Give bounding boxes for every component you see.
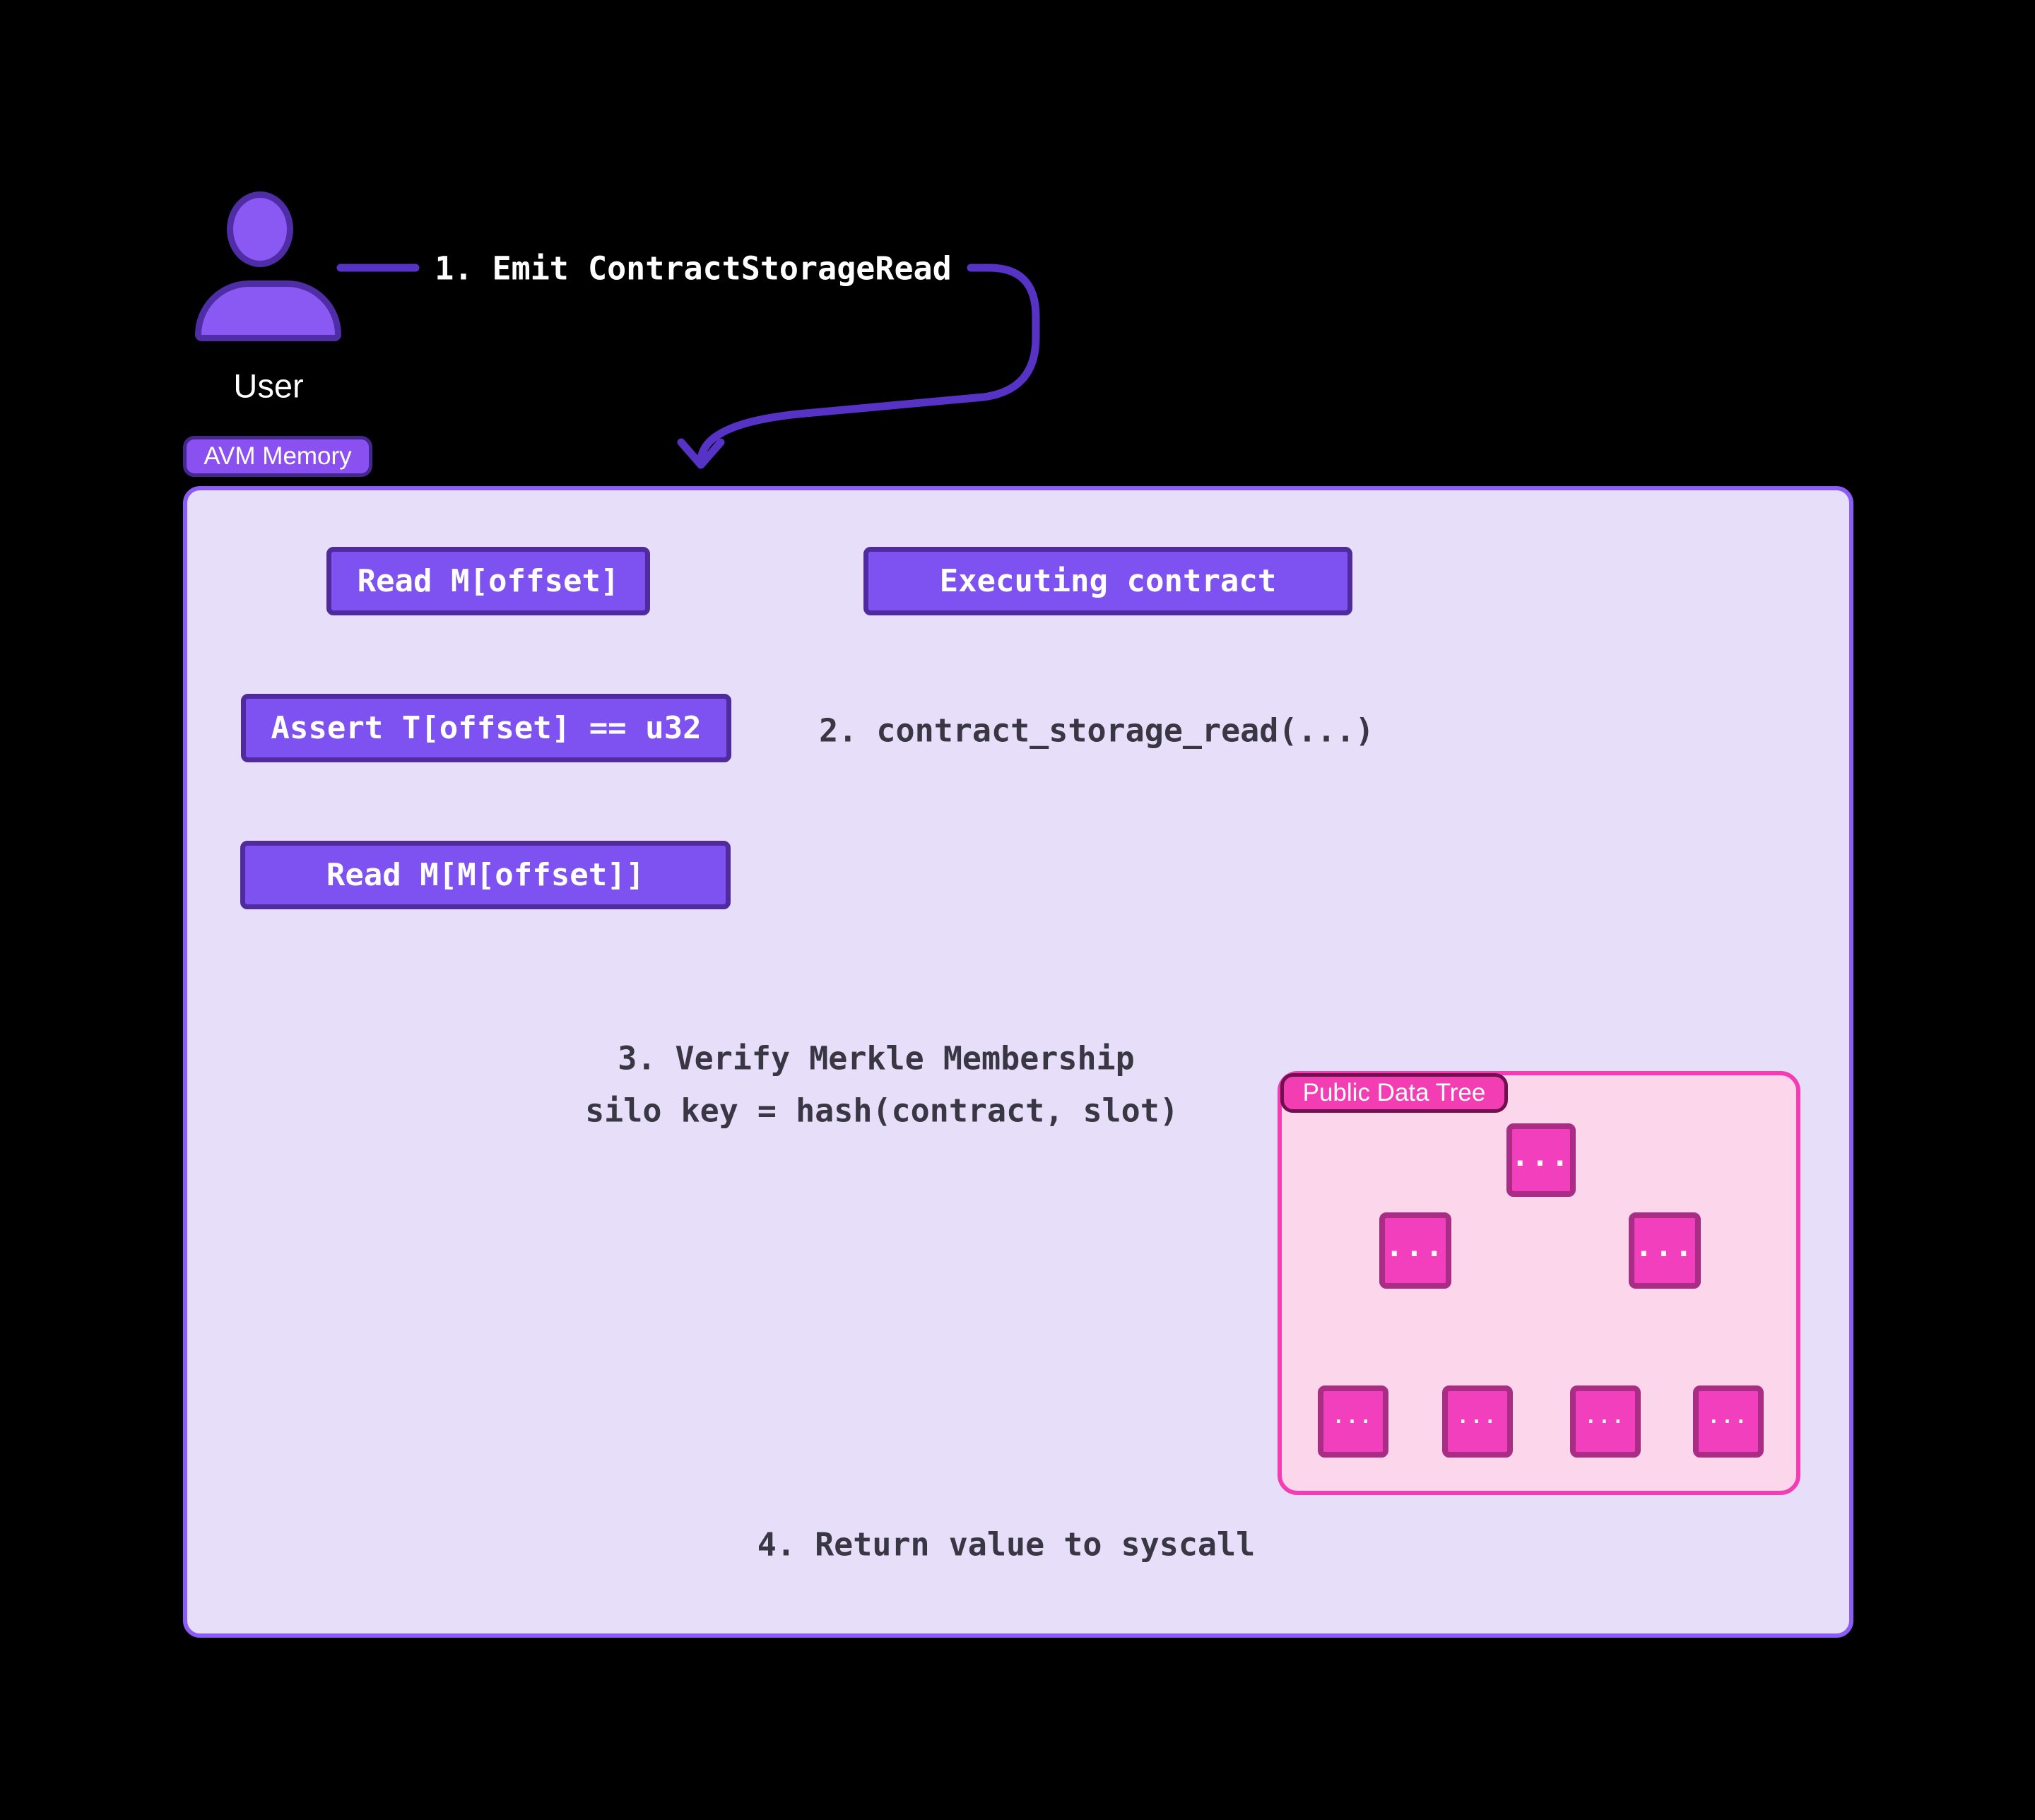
op-read-indirect: Read M[M[offset]] xyxy=(240,841,731,909)
op-read-indirect-label: Read M[M[offset]] xyxy=(326,857,645,893)
op-read-offset-label: Read M[offset] xyxy=(357,563,620,599)
step3-label-line2: silo key = hash(contract, slot) xyxy=(585,1092,1179,1130)
op-executing-contract: Executing contract xyxy=(863,547,1352,615)
avm-memory-tag: AVM Memory xyxy=(183,436,372,477)
tree-leaf-1: ... xyxy=(1318,1385,1388,1458)
op-executing-contract-label: Executing contract xyxy=(939,563,1277,599)
tree-leaf-3: ... xyxy=(1570,1385,1641,1458)
tree-leaf-4: ... xyxy=(1693,1385,1764,1458)
tree-leaf-1-label: ... xyxy=(1333,1405,1374,1428)
step3-label-line1: 3. Verify Merkle Membership xyxy=(618,1039,1135,1077)
tree-leaf-4-label: ... xyxy=(1708,1405,1749,1428)
op-assert-type-label: Assert T[offset] == u32 xyxy=(271,710,702,746)
tree-node-root: ... xyxy=(1506,1123,1576,1197)
public-data-tree-tag: Public Data Tree xyxy=(1280,1073,1508,1113)
step1-label: 1. Emit ContractStorageRead xyxy=(435,249,952,288)
tree-node-right-child: ... xyxy=(1629,1212,1701,1289)
op-read-offset: Read M[offset] xyxy=(326,547,650,615)
tree-node-right-child-label: ... xyxy=(1634,1228,1695,1263)
step1-arrow xyxy=(336,264,1040,469)
user-label: User xyxy=(233,367,304,405)
user-body-shape xyxy=(195,280,341,341)
tree-node-root-label: ... xyxy=(1511,1138,1571,1173)
tree-node-left-child-label: ... xyxy=(1385,1228,1446,1263)
avm-memory-tag-label: AVM Memory xyxy=(204,442,352,470)
step4-label: 4. Return value to syscall xyxy=(747,1525,1266,1564)
op-assert-type: Assert T[offset] == u32 xyxy=(241,694,731,762)
step2-label: 2. contract_storage_read(...) xyxy=(819,711,1374,750)
tree-node-left-child: ... xyxy=(1379,1212,1451,1289)
tree-leaf-3-label: ... xyxy=(1585,1405,1626,1428)
public-data-tree-tag-label: Public Data Tree xyxy=(1302,1079,1486,1106)
tree-leaf-2: ... xyxy=(1442,1385,1513,1458)
user-head-shape xyxy=(227,191,293,267)
tree-leaf-2-label: ... xyxy=(1457,1405,1498,1428)
